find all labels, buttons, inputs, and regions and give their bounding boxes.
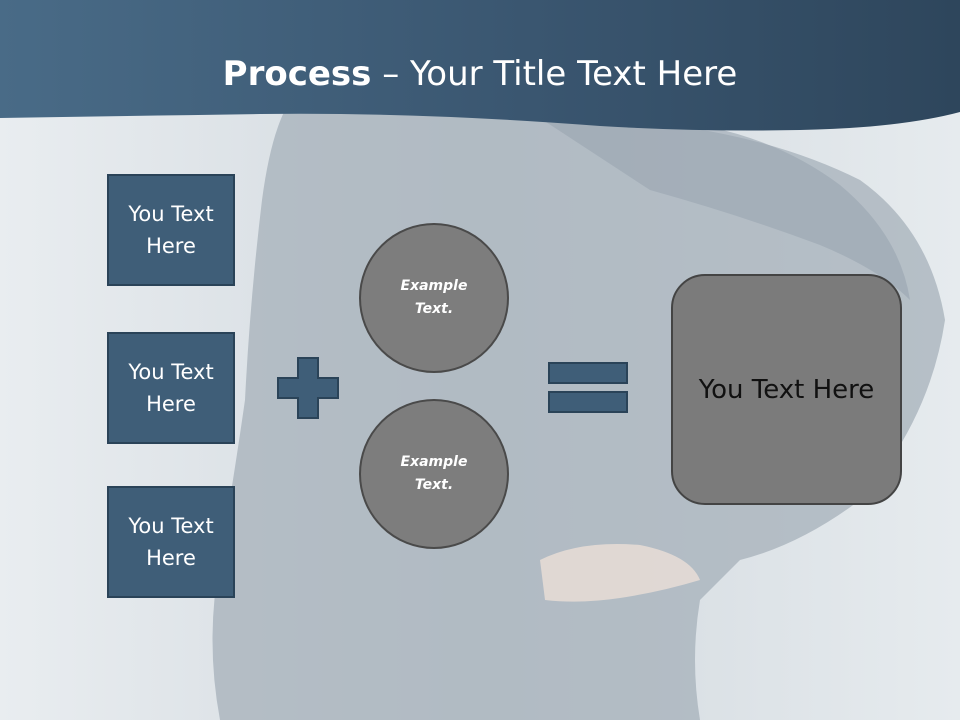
input-box-1[interactable]: You Text Here — [107, 174, 235, 286]
title-bold: Process — [222, 54, 372, 94]
input-box-2[interactable]: You Text Here — [107, 332, 235, 444]
example-circle-1[interactable]: Example Text. — [359, 223, 509, 373]
page-title: Process – Your Title Text Here — [0, 52, 960, 96]
input-box-label: You Text Here — [128, 360, 214, 416]
result-label: You Text Here — [698, 374, 875, 405]
equals-icon — [548, 362, 628, 413]
header-band — [0, 0, 960, 131]
title-rest: Your Title Text Here — [410, 54, 738, 94]
title-separator: – — [371, 54, 411, 94]
circle-label: Example Text. — [400, 278, 468, 317]
result-box[interactable]: You Text Here — [671, 274, 902, 505]
input-box-label: You Text Here — [128, 514, 214, 570]
input-box-label: You Text Here — [128, 202, 214, 258]
input-box-3[interactable]: You Text Here — [107, 486, 235, 598]
circle-label: Example Text. — [400, 454, 468, 493]
example-circle-2[interactable]: Example Text. — [359, 399, 509, 549]
plus-icon — [277, 357, 339, 419]
